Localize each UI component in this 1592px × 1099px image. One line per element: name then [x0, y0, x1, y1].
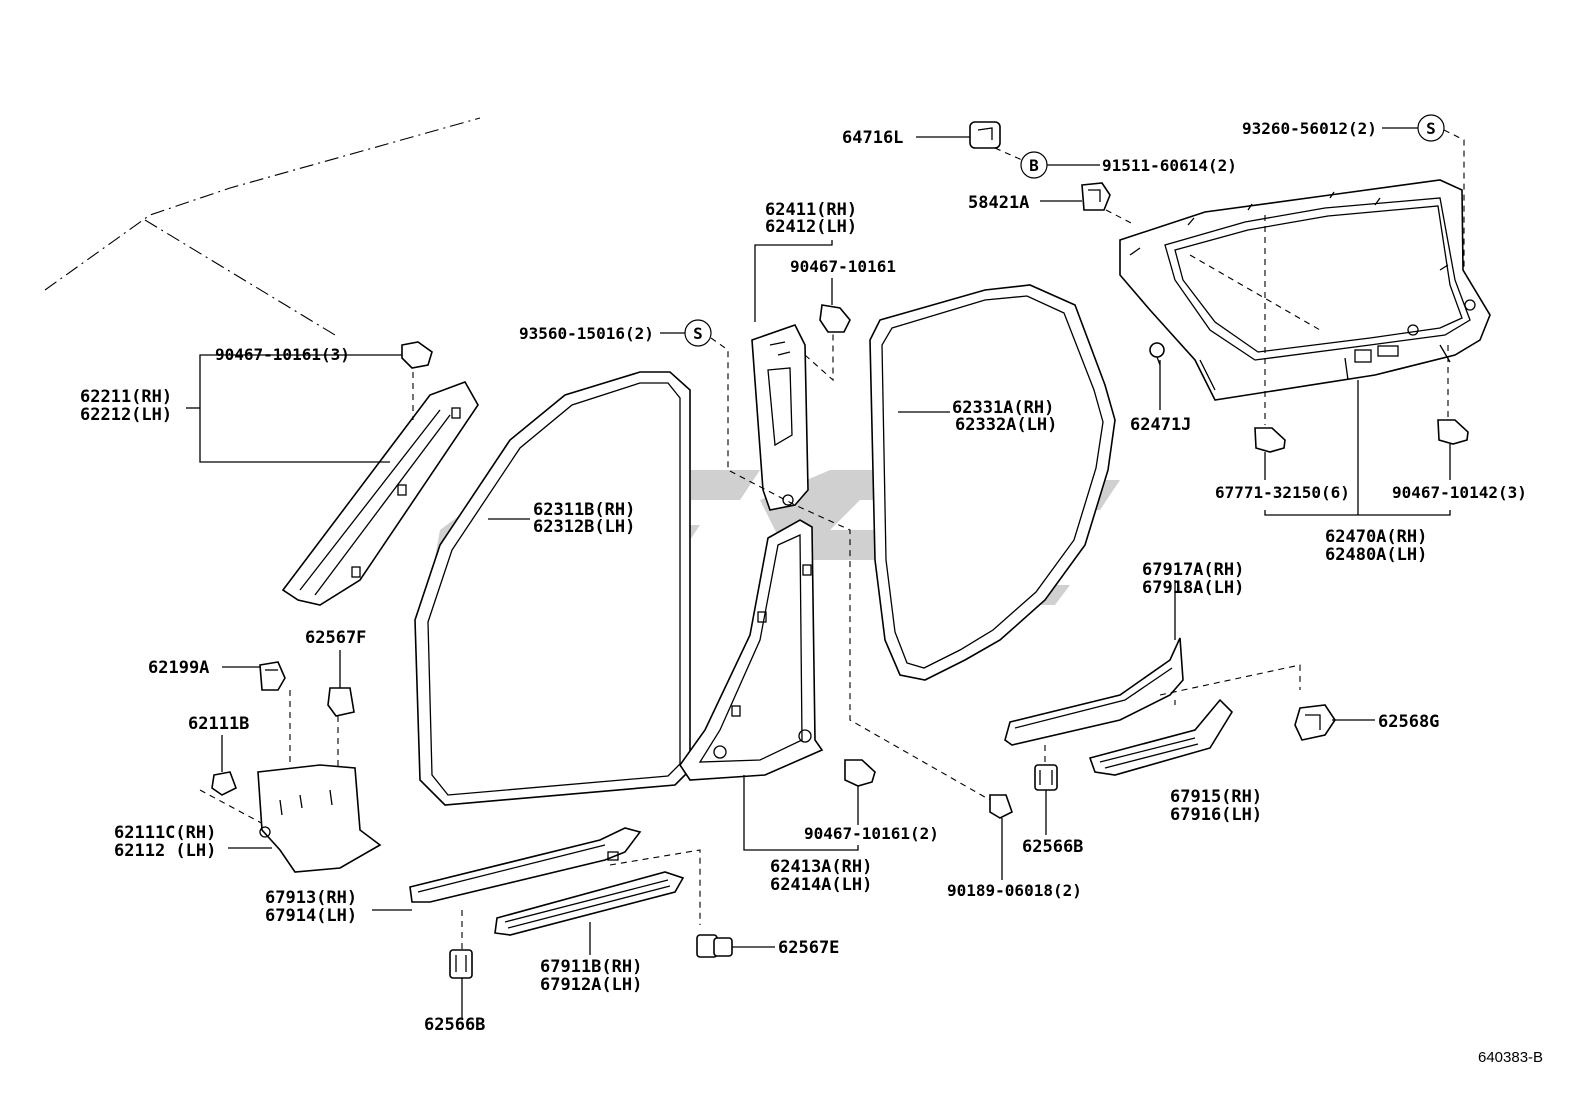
label-67916: 67916(LH) [1170, 805, 1262, 825]
part-clip-62567F [327, 687, 355, 717]
part-clip-62111B [211, 771, 238, 796]
label-67771: 67771-32150(6) [1215, 483, 1350, 502]
label-62566B-mid: 62566B [1022, 837, 1083, 857]
label-62311B: 62311B(RH) [533, 500, 635, 520]
part-clip-62566B-bottom [449, 949, 473, 979]
marker-s-top-label: S [1426, 119, 1436, 138]
label-93260: 93260-56012(2) [1242, 119, 1377, 138]
label-64716L: 64716L [842, 128, 903, 148]
label-62568G: 62568G [1378, 712, 1439, 732]
label-62480A: 62480A(LH) [1325, 545, 1427, 565]
label-67917A: 67917A(RH) [1142, 560, 1244, 580]
label-62567E: 62567E [778, 938, 839, 958]
reference-code: 640383-B [1478, 1049, 1543, 1066]
marker-b-label: B [1029, 156, 1039, 175]
label-90467-top: 90467-10161 [790, 257, 896, 276]
part-scuff-plate-67917A [1004, 637, 1184, 746]
label-90189: 90189-06018(2) [947, 881, 1082, 900]
part-kick-panel-62111C [257, 764, 382, 873]
label-90467-3: 90467-10161(3) [215, 345, 350, 364]
label-62331A: 62331A(RH) [952, 398, 1054, 418]
part-weatherstrip-62331A [869, 284, 1116, 681]
part-scuff-plate-67913 [409, 827, 642, 903]
part-quarter-trim-62470A [1119, 179, 1491, 401]
part-weatherstrip-62311B [414, 371, 691, 806]
part-clip-90467-10142 [1437, 419, 1469, 445]
label-62567F: 62567F [305, 628, 366, 648]
label-62566B-bottom: 62566B [424, 1015, 485, 1035]
part-clip-67771 [1254, 427, 1286, 453]
label-91511: 91511-60614(2) [1102, 156, 1237, 175]
label-62471J: 62471J [1130, 415, 1191, 435]
part-clip-90467-2 [844, 759, 876, 787]
part-center-pillar-upper-62411 [751, 324, 809, 511]
label-62412: 62412(LH) [765, 217, 857, 237]
label-62211: 62211(RH) [80, 387, 172, 407]
label-62111B: 62111B [188, 714, 249, 734]
part-clip-90189 [989, 794, 1013, 819]
part-cap-64716L [969, 121, 1001, 149]
label-62332A: 62332A(LH) [955, 415, 1057, 435]
part-clip-62199A [259, 661, 286, 691]
part-clip-62568G [1294, 704, 1336, 741]
part-clip-90467-3 [401, 341, 433, 369]
marker-s-mid-label: S [693, 324, 703, 343]
part-clip-62471J [1149, 342, 1165, 366]
label-67914: 67914(LH) [265, 906, 357, 926]
label-67915: 67915(RH) [1170, 787, 1262, 807]
label-62111C: 62111C(RH) [114, 823, 216, 843]
part-scuff-plate-67915 [1088, 698, 1234, 776]
label-62312B: 62312B(LH) [533, 517, 635, 537]
roof-outline [44, 117, 481, 336]
part-center-pillar-lower-62413A [679, 519, 824, 781]
label-62470A: 62470A(RH) [1325, 527, 1427, 547]
part-clip-62567E [696, 934, 733, 958]
label-67913: 67913(RH) [265, 888, 357, 908]
label-67911B: 67911B(RH) [540, 957, 642, 977]
part-clip-58421A [1081, 182, 1111, 211]
label-62414A: 62414A(LH) [770, 875, 872, 895]
label-67918A: 67918A(LH) [1142, 578, 1244, 598]
label-58421A: 58421A [968, 193, 1029, 213]
label-67912A: 67912A(LH) [540, 975, 642, 995]
label-62413A: 62413A(RH) [770, 857, 872, 877]
label-62112: 62112 (LH) [114, 841, 216, 861]
label-90467-2: 90467-10161(2) [804, 824, 939, 843]
part-clip-62566B-mid [1034, 764, 1058, 791]
label-62199A: 62199A [148, 658, 209, 678]
callout-labels: 64716L 91511-60614(2) 58421A 93260-56012… [80, 119, 1543, 1066]
part-clip-90467-top [819, 304, 851, 333]
label-90467-10142: 90467-10142(3) [1392, 483, 1527, 502]
part-sill-plate-67911B [494, 871, 685, 936]
part-front-pillar-62211 [281, 381, 479, 606]
label-62212: 62212(LH) [80, 405, 172, 425]
label-62411: 62411(RH) [765, 200, 857, 220]
label-93560: 93560-15016(2) [519, 324, 654, 343]
